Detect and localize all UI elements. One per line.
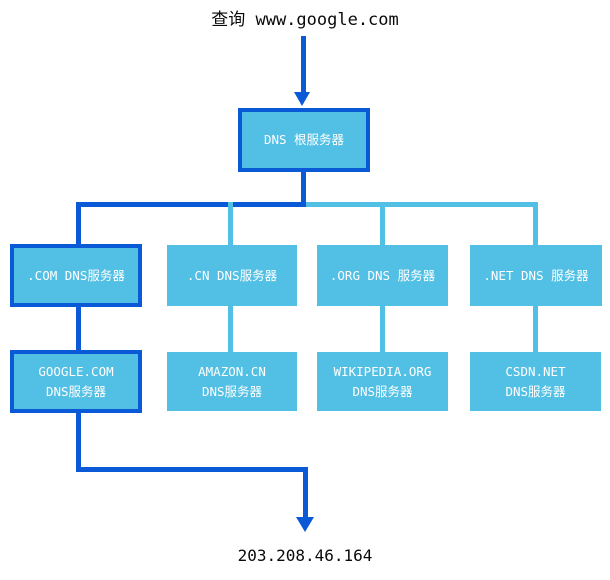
query-arrow-line	[301, 36, 306, 94]
auth-box-wikipedia-org: WIKIPEDIA.ORG DNS服务器	[317, 352, 448, 411]
auth-connector-cn	[228, 306, 233, 352]
result-line-down	[76, 413, 81, 472]
tld-box-org: .ORG DNS 服务器	[317, 245, 448, 306]
drop-line-cn	[228, 202, 233, 245]
auth-connector-org	[380, 306, 385, 352]
tld-box-cn: .CN DNS服务器	[167, 245, 297, 306]
result-line-down2	[303, 467, 308, 519]
drop-line-com	[76, 202, 81, 244]
auth-csdn-line2: DNS服务器	[505, 383, 566, 399]
auth-box-csdn-net: CSDN.NET DNS服务器	[470, 352, 601, 411]
branch-bar	[306, 202, 538, 207]
drop-line-net	[533, 202, 538, 245]
auth-google-line2: DNS服务器	[45, 383, 107, 399]
tld-box-com: .COM DNS服务器	[10, 244, 142, 307]
result-ip-label: 203.208.46.164	[237, 546, 373, 565]
auth-google-line1: GOOGLE.COM	[38, 363, 114, 379]
root-dns-label: DNS 根服务器	[263, 132, 345, 147]
auth-connector-net	[533, 306, 538, 352]
result-arrowhead-down-icon	[296, 517, 314, 532]
auth-connector-com	[76, 307, 81, 352]
auth-box-amazon-cn: AMAZON.CN DNS服务器	[167, 352, 297, 411]
auth-wikipedia-line1: WIKIPEDIA.ORG	[333, 363, 432, 379]
tld-net-label: .NET DNS 服务器	[483, 267, 589, 283]
query-arrowhead-down-icon	[294, 92, 310, 106]
root-dns-box: DNS 根服务器	[238, 108, 370, 172]
tld-box-net: .NET DNS 服务器	[470, 245, 602, 306]
drop-line-org	[380, 202, 385, 245]
auth-csdn-line1: CSDN.NET	[505, 363, 566, 379]
root-connector-line	[301, 172, 306, 205]
auth-amazon-line2: DNS服务器	[201, 383, 263, 399]
branch-bar-highlight	[76, 202, 306, 207]
tld-org-label: .ORG DNS 服务器	[329, 267, 436, 283]
tld-cn-label: .CN DNS服务器	[186, 267, 278, 283]
result-line-across	[76, 467, 308, 472]
tld-com-label: .COM DNS服务器	[27, 267, 125, 283]
auth-box-google-com: GOOGLE.COM DNS服务器	[10, 350, 142, 413]
query-label: 查询 www.google.com	[211, 10, 399, 30]
auth-wikipedia-line2: DNS服务器	[352, 383, 413, 399]
auth-amazon-line1: AMAZON.CN	[198, 363, 266, 379]
